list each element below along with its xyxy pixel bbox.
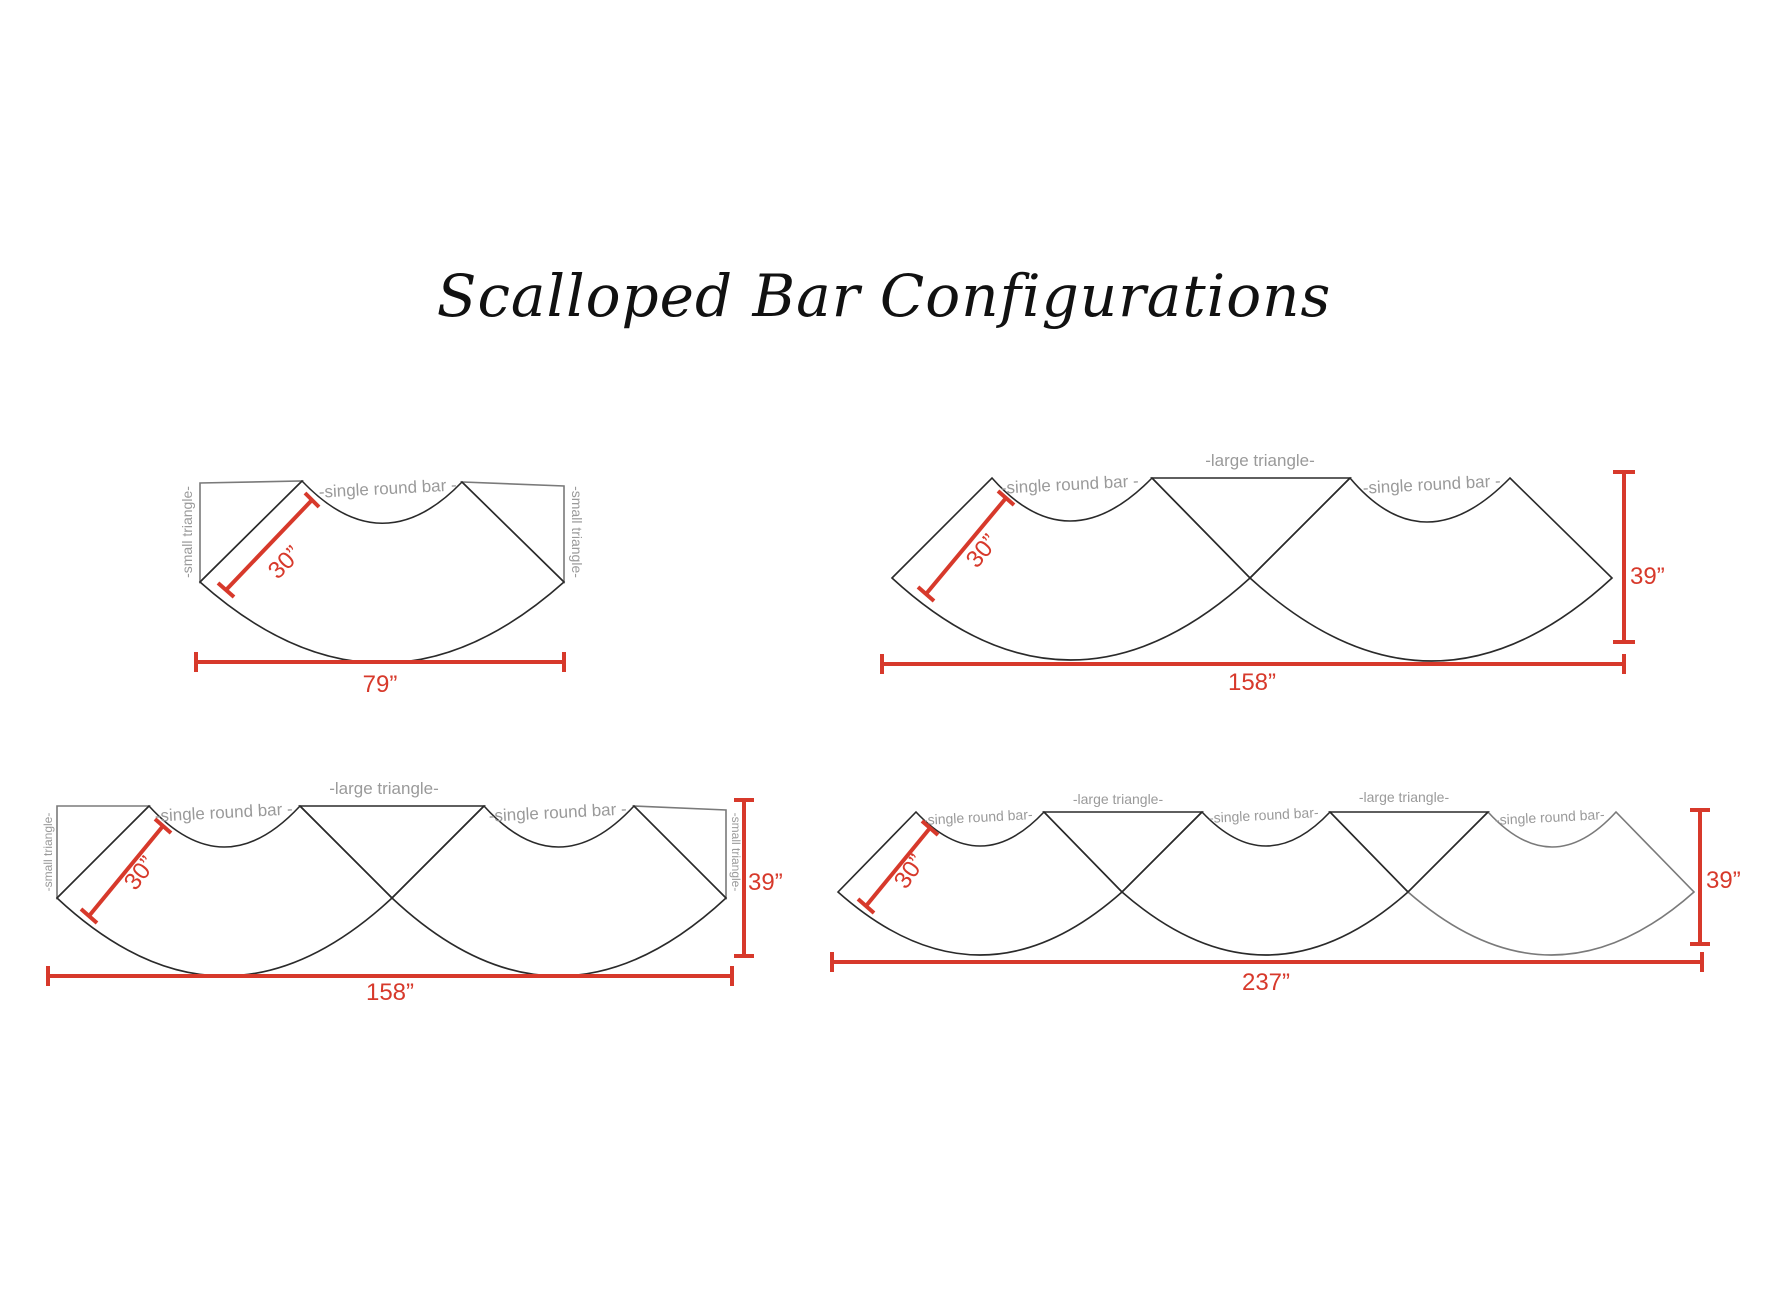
single-round-bar-label: -single round bar - — [1000, 471, 1139, 497]
depth-dimension — [216, 491, 321, 599]
small-triangle-label: -small triangle- — [41, 813, 55, 892]
page-title: Scalloped Bar Configurations — [436, 262, 1332, 330]
single-round-bar-label: -single round bar - — [318, 475, 457, 501]
width-dimension — [830, 952, 1704, 972]
single-round-bar — [390, 804, 728, 977]
small-triangle-label: -small triangle- — [729, 813, 743, 892]
depth-label: 30” — [961, 529, 1004, 573]
small-triangle-label: -small triangle- — [569, 486, 585, 578]
depth-label: 30” — [889, 850, 931, 894]
single-round-bar-label: -single round bar - — [154, 799, 293, 825]
large-triangle — [1150, 477, 1352, 580]
depth-dimension — [79, 817, 173, 925]
large-triangle — [1042, 811, 1204, 894]
single-round-bar — [55, 804, 394, 977]
config-3: -small triangle- -small triangle- -singl… — [41, 779, 783, 1006]
single-round-bar — [836, 810, 1124, 956]
width-dimension — [880, 654, 1626, 674]
width-label: 158” — [366, 979, 414, 1006]
single-round-bar — [1406, 810, 1696, 956]
height-label: 39” — [1630, 563, 1665, 590]
single-round-bar-label: -single round bar - — [488, 799, 627, 825]
large-triangle-label: -large triangle- — [1359, 789, 1450, 805]
config-4: -single round bar- -large triangle- -sin… — [830, 789, 1741, 996]
single-round-bar — [1248, 476, 1614, 662]
single-round-bar — [198, 479, 566, 664]
large-triangle-label: -large triangle- — [1205, 451, 1315, 470]
single-round-bar-label: -single round bar- — [1495, 806, 1606, 828]
small-triangle-label: -small triangle- — [179, 486, 195, 578]
width-dimension — [194, 652, 566, 672]
depth-label: 30” — [119, 851, 162, 895]
height-dimension — [1690, 808, 1710, 946]
depth-dimension — [916, 489, 1016, 603]
width-dimension — [46, 966, 734, 986]
width-label: 158” — [1228, 669, 1276, 696]
config-1: -small triangle- -small triangle- -singl… — [179, 475, 585, 698]
large-triangle — [298, 805, 486, 900]
large-triangle — [1328, 811, 1490, 894]
height-label: 39” — [1706, 867, 1741, 894]
config-2: -single round bar - -large triangle- -si… — [880, 451, 1665, 696]
width-label: 79” — [363, 671, 398, 698]
single-round-bar — [1120, 810, 1410, 956]
large-triangle-label: -large triangle- — [329, 779, 439, 798]
single-round-bar-label: -single round bar- — [923, 806, 1034, 828]
large-triangle-label: -large triangle- — [1073, 791, 1164, 807]
height-label: 39” — [748, 869, 783, 896]
height-dimension — [734, 798, 754, 958]
width-label: 237” — [1242, 969, 1290, 996]
single-round-bar-label: -single round bar- — [1209, 804, 1320, 826]
height-dimension — [1613, 470, 1635, 644]
single-round-bar-label: -single round bar - — [1362, 471, 1501, 497]
single-round-bar — [890, 476, 1252, 661]
depth-dimension — [856, 819, 940, 915]
